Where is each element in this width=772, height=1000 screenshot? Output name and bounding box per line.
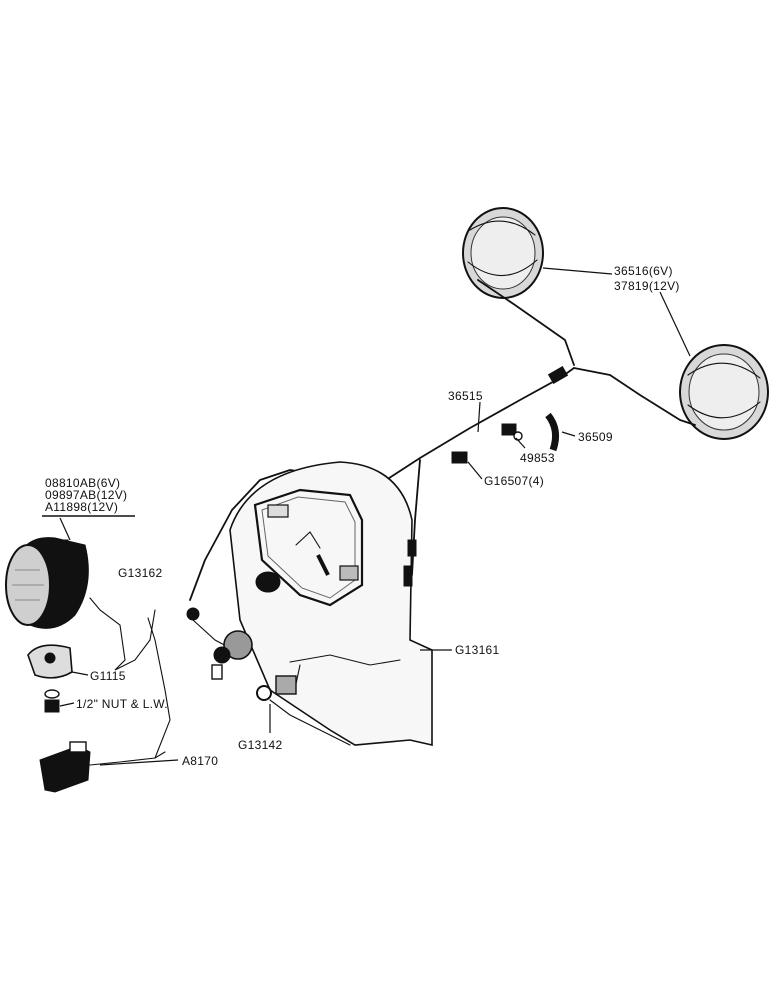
label-harness: 36515 bbox=[448, 389, 483, 403]
label-headlamp-12v: 09897AB(12V) bbox=[45, 488, 127, 502]
label-bracket-g1115: G1115 bbox=[90, 669, 126, 683]
leader-lines bbox=[42, 267, 691, 766]
instrument-panel bbox=[229, 461, 433, 747]
clip-49853-part bbox=[501, 423, 523, 441]
label-nut: 1/2" NUT & L.W. bbox=[76, 697, 168, 711]
nut-part bbox=[44, 689, 60, 713]
label-switch-a8170: A8170 bbox=[182, 754, 218, 768]
bracket-g1115-part bbox=[27, 644, 73, 679]
label-clip-g16507: G16507(4) bbox=[484, 474, 544, 488]
label-wire-g13162: G13162 bbox=[118, 566, 163, 580]
rear-lamp-lower bbox=[679, 344, 769, 440]
light-switch-a8170-part bbox=[39, 617, 171, 793]
label-headlamp-6v: 08810AB(6V) bbox=[45, 476, 120, 490]
clip-36509-part bbox=[545, 412, 560, 452]
label-headlamp-a11898: A11898(12V) bbox=[45, 500, 118, 514]
label-wire-g13161: G13161 bbox=[455, 643, 500, 657]
label-clip-49853: 49853 bbox=[520, 451, 555, 465]
harness-connector bbox=[547, 365, 569, 385]
label-rear-lamp-12v: 37819(12V) bbox=[614, 279, 680, 293]
head-lamp-wire bbox=[89, 597, 156, 671]
label-rear-lamp-6v: 36516(6V) bbox=[614, 264, 673, 278]
ignition-switch bbox=[186, 607, 253, 680]
rear-lamp-upper bbox=[462, 207, 544, 299]
label-clip-36509: 36509 bbox=[578, 430, 613, 444]
clip-g16507-part bbox=[451, 451, 468, 464]
label-switch-g13142: G13142 bbox=[238, 738, 283, 752]
head-lamp bbox=[5, 537, 89, 629]
switch-g13142-part bbox=[256, 654, 401, 746]
